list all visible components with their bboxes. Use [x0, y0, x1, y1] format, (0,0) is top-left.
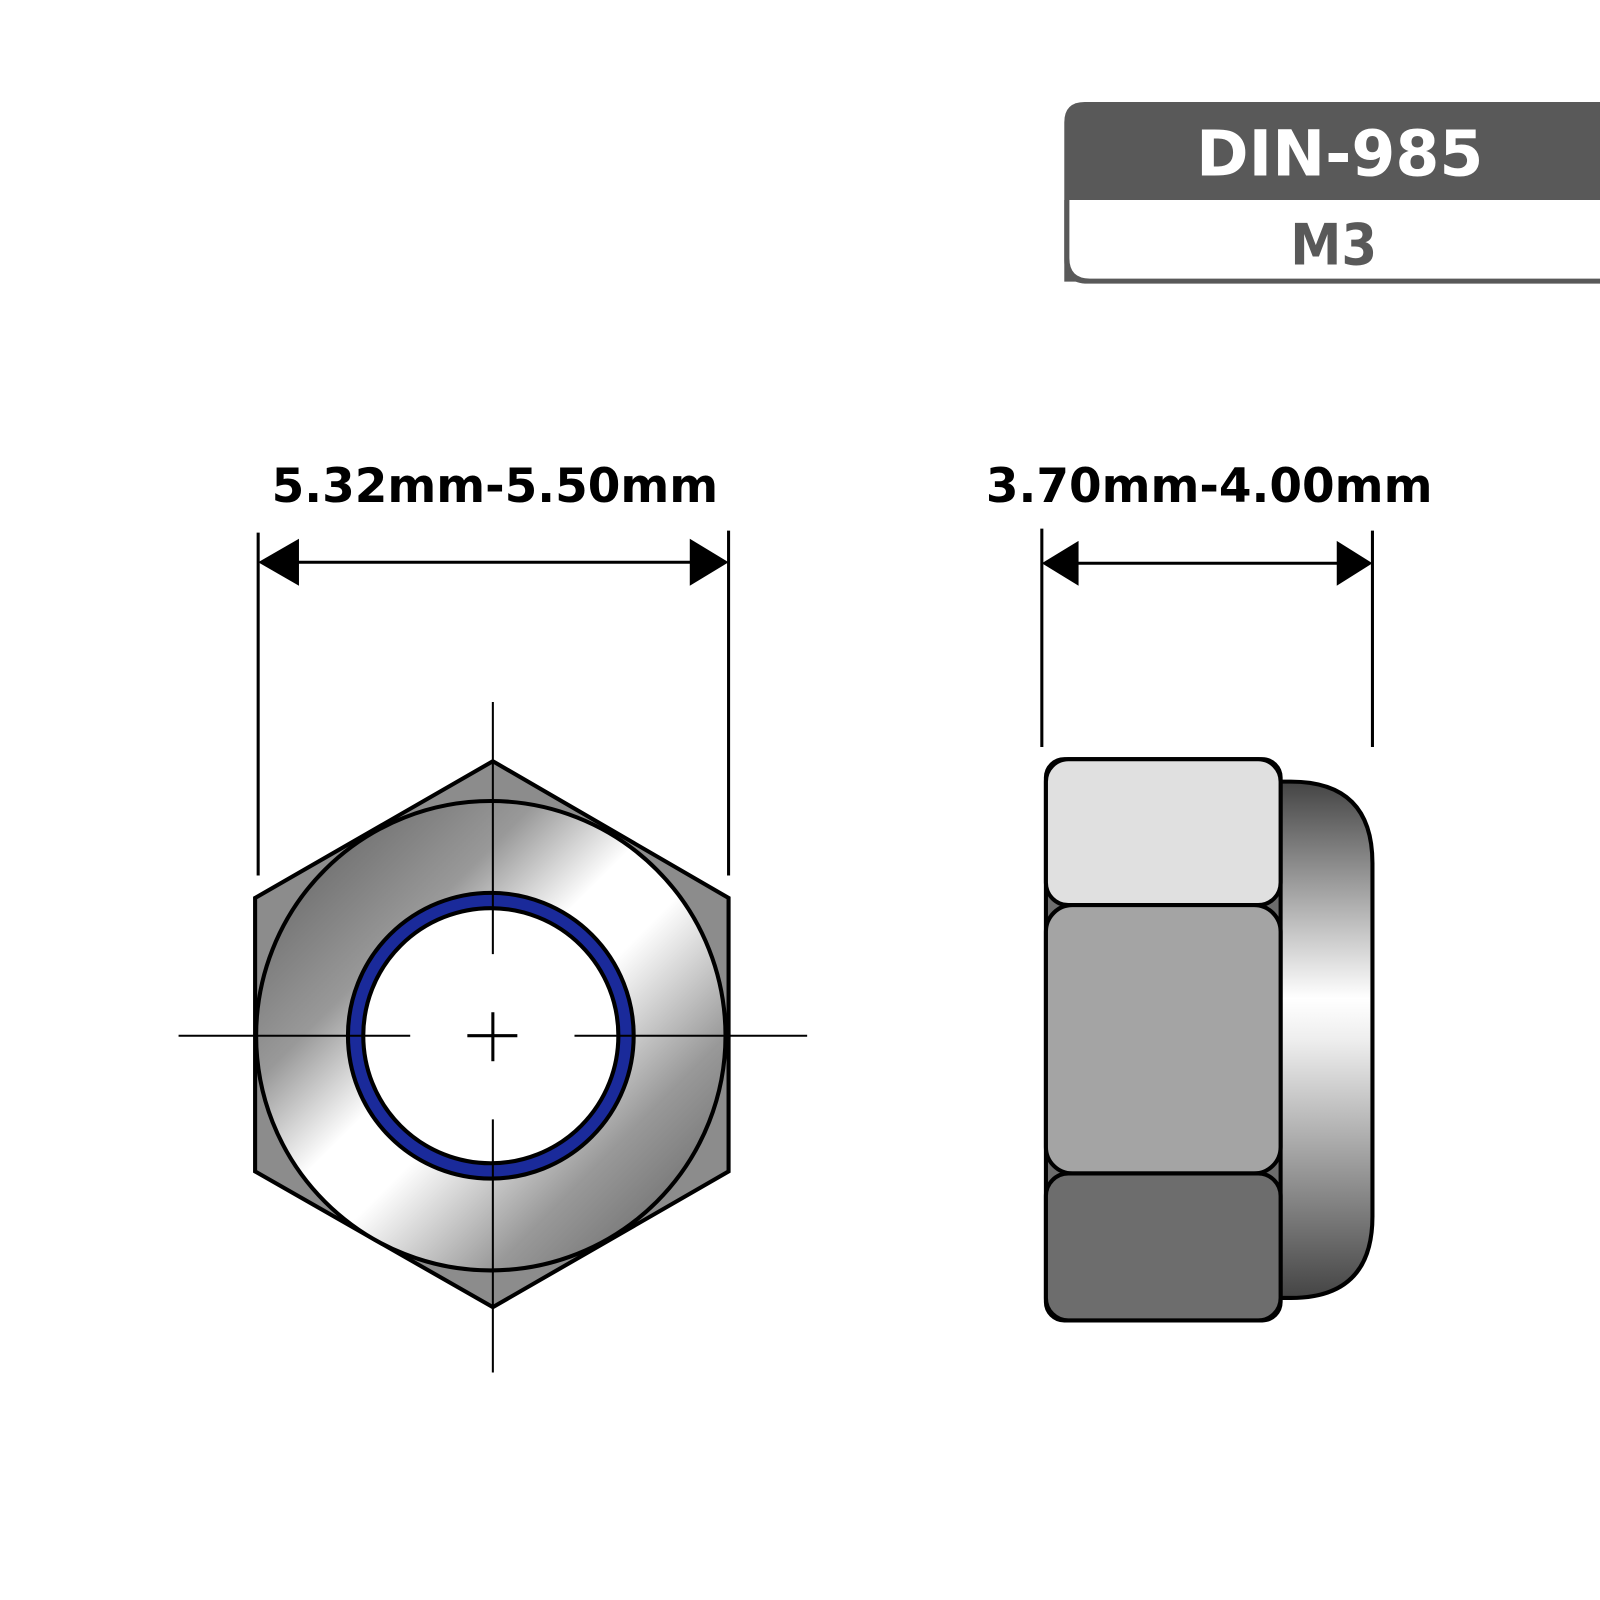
standard-label: DIN-985 — [1196, 117, 1483, 191]
center-lines — [178, 702, 808, 1373]
height-dimension-label: 3.70mm-4.00mm — [986, 459, 1433, 514]
size-label: M3 — [1290, 212, 1377, 278]
arrow-left-icon — [258, 538, 299, 586]
nylon-dome — [1273, 779, 1375, 1300]
arrow-right-icon — [1336, 540, 1373, 586]
width-dimension-label: 5.32mm-5.50mm — [272, 459, 719, 514]
hex-face-middle — [1043, 903, 1283, 1176]
arrow-right-icon — [689, 538, 729, 586]
label-header — [1064, 102, 1600, 200]
hex-face-bottom — [1043, 1171, 1283, 1323]
spec-label: DIN-985 M3 — [1064, 102, 1600, 284]
front-view: 5.32mm-5.50mm — [178, 459, 808, 1373]
arrow-left-icon — [1041, 540, 1079, 586]
hex-face-top — [1043, 757, 1283, 908]
side-view: 3.70mm-4.00mm — [986, 459, 1433, 1323]
